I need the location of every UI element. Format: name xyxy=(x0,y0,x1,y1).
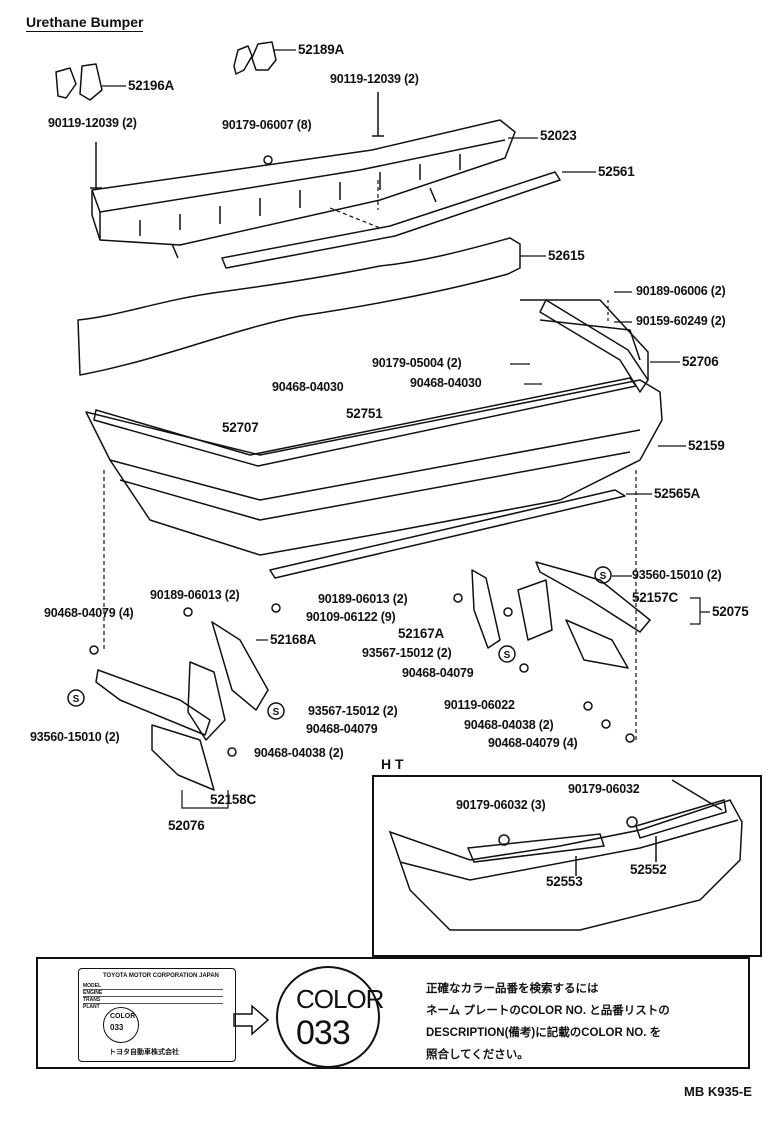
svg-text:S: S xyxy=(73,694,80,705)
retainer-52707 xyxy=(93,377,637,467)
label-90189-06006: 90189-06006 (2) xyxy=(636,284,726,298)
label-52023: 52023 xyxy=(540,128,577,143)
label-52189a: 52189A xyxy=(298,42,345,57)
label-52196a: 52196A xyxy=(128,78,175,93)
color-badge-word: COLOR xyxy=(296,984,384,1014)
ht-inset-bumper xyxy=(388,779,743,931)
plate-row: PLANT xyxy=(83,1004,100,1010)
label-90468-04030-b: 90468-04030 xyxy=(410,376,482,390)
plate-header: TOYOTA MOTOR CORPORATION JAPAN xyxy=(103,973,219,979)
label-52168a: 52168A xyxy=(270,632,317,647)
label-90179-06032-b: 90179-06032 xyxy=(568,782,640,796)
reinforcement-52023 xyxy=(91,119,516,259)
svg-text:S: S xyxy=(504,650,511,661)
bracket-52189a xyxy=(233,41,277,75)
label-52167a: 52167A xyxy=(398,626,445,641)
bracket-right-assembly xyxy=(471,561,651,669)
label-52157c: 52157C xyxy=(632,590,679,605)
label-90468-04038-right: 90468-04038 (2) xyxy=(464,718,554,732)
label-93567-15012-center: 93567-15012 (2) xyxy=(362,646,452,660)
label-52553: 52553 xyxy=(546,874,583,889)
page-title: Urethane Bumper xyxy=(26,14,144,32)
arrow-icon xyxy=(233,1004,270,1036)
label-52751: 52751 xyxy=(346,406,383,421)
note-line: 正確なカラー品番を検索するには xyxy=(426,983,599,995)
label-93567-15012-left: 93567-15012 (2) xyxy=(308,704,398,718)
label-52159: 52159 xyxy=(688,438,725,453)
color-badge-code: 033 xyxy=(296,1014,351,1052)
label-90468-04079-center: 90468-04079 xyxy=(402,666,474,680)
plate-row: ENGINE xyxy=(83,990,103,996)
label-52565a: 52565A xyxy=(654,486,701,501)
retainer-52706 xyxy=(539,299,649,393)
ht-label: H T xyxy=(381,756,404,772)
label-90119-06022: 90119-06022 xyxy=(444,698,515,712)
bracket-52196a xyxy=(55,63,103,101)
label-93560-15010-left: 93560-15010 (2) xyxy=(30,730,120,744)
document-code: MB K935-E xyxy=(684,1084,752,1099)
plate-divider xyxy=(83,989,223,990)
label-90119-12039-top: 90119-12039 (2) xyxy=(330,72,419,86)
label-90468-04079-right: 90468-04079 (4) xyxy=(488,736,578,750)
label-90468-04038-left: 90468-04038 (2) xyxy=(254,746,344,760)
label-52706: 52706 xyxy=(682,354,719,369)
label-52561: 52561 xyxy=(598,164,635,179)
ht-inset-frame xyxy=(372,775,762,957)
label-52707: 52707 xyxy=(222,420,259,435)
note-line: 照合してください。 xyxy=(426,1049,529,1061)
label-52552: 52552 xyxy=(630,862,667,877)
label-90179-06032-a: 90179-06032 (3) xyxy=(456,798,546,812)
label-93560-15010-right: 93560-15010 (2) xyxy=(632,568,722,582)
label-90468-04079-left2: 90468-04079 xyxy=(306,722,378,736)
label-90109-06122: 90109-06122 (9) xyxy=(306,610,396,624)
color-note-box xyxy=(36,957,750,1069)
plate-row: TRANS xyxy=(83,997,101,1003)
plate-color-circle xyxy=(103,1007,139,1043)
plate-footer: トヨタ自動車株式会社 xyxy=(109,1049,179,1056)
label-90179-06007: 90179-06007 (8) xyxy=(222,118,312,132)
name-plate: TOYOTA MOTOR CORPORATION JAPAN MODEL ENG… xyxy=(78,968,236,1062)
bolts-90119 xyxy=(90,92,384,189)
bracket-left-assembly xyxy=(95,621,269,791)
label-52075: 52075 xyxy=(712,604,749,619)
svg-text:S: S xyxy=(273,707,280,718)
strip-52565a xyxy=(269,489,626,579)
label-90468-04079-left: 90468-04079 (4) xyxy=(44,606,134,620)
label-90119-12039-left: 90119-12039 (2) xyxy=(48,116,137,130)
plate-divider xyxy=(83,996,223,997)
plate-color-code: 033 xyxy=(110,1023,124,1032)
plate-divider xyxy=(83,1003,223,1004)
label-90159-60249: 90159-60249 (2) xyxy=(636,314,726,328)
label-90179-05004: 90179-05004 (2) xyxy=(372,356,462,370)
label-90189-06013-center: 90189-06013 (2) xyxy=(318,592,408,606)
label-52158c: 52158C xyxy=(210,792,257,807)
plate-color-label: COLOR xyxy=(110,1013,136,1020)
label-52076: 52076 xyxy=(168,818,205,833)
note-line: DESCRIPTION(備考)に記載のCOLOR NO. を xyxy=(426,1027,662,1039)
nut-90179 xyxy=(263,155,273,165)
plate-row: MODEL xyxy=(83,983,102,989)
label-52615: 52615 xyxy=(548,248,585,263)
bumper-cover-52159 xyxy=(85,299,663,556)
svg-text:S: S xyxy=(600,571,607,582)
retainer-52561 xyxy=(221,171,561,269)
label-90468-04030-a: 90468-04030 xyxy=(272,380,344,394)
note-line: ネーム プレートのCOLOR NO. と品番リストの xyxy=(426,1005,670,1017)
label-90189-06013-left: 90189-06013 (2) xyxy=(150,588,240,602)
absorber-52615 xyxy=(77,237,521,376)
color-badge xyxy=(276,966,380,1068)
